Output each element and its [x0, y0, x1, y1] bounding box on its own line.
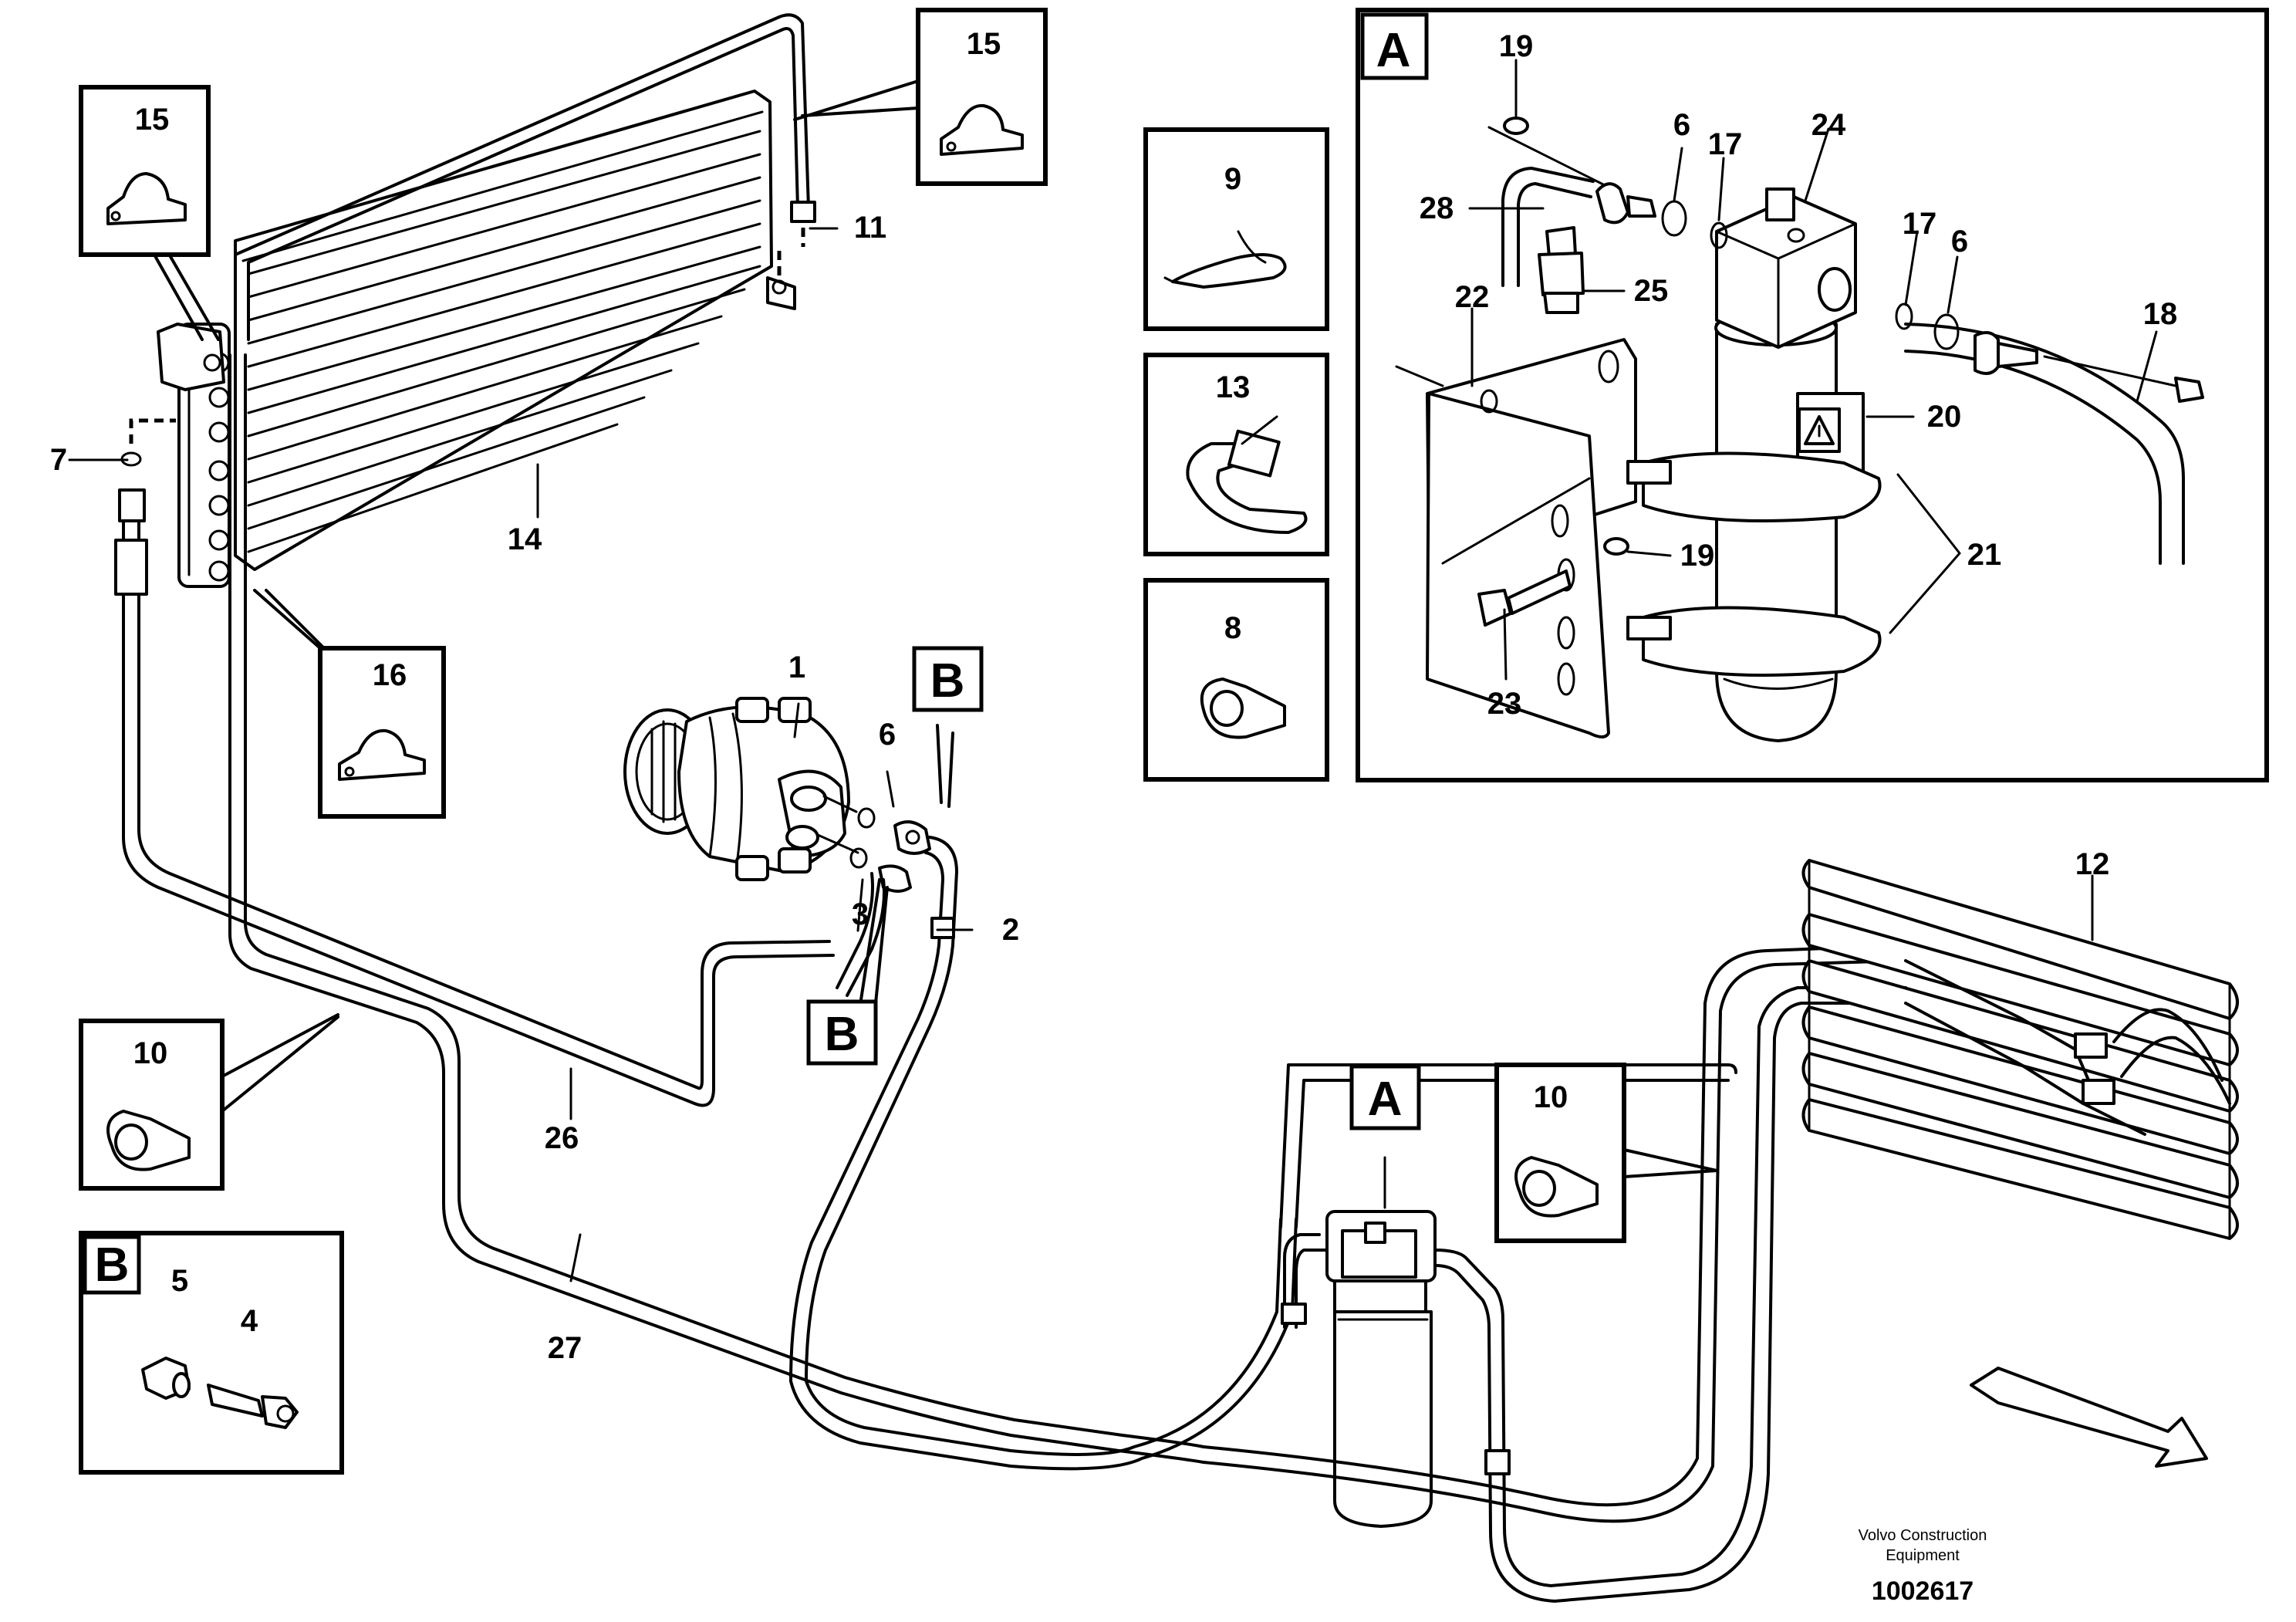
callout-7: 7	[50, 443, 67, 477]
compressor	[623, 697, 850, 881]
section-tag-a-main: A	[1368, 1073, 1403, 1126]
rubber-clamp-icon	[1514, 1156, 1599, 1218]
callout-2: 2	[1002, 913, 1019, 947]
hose-clamp-icon	[338, 728, 426, 781]
callout-4: 4	[241, 1304, 258, 1338]
hose-clamp-icon	[940, 103, 1024, 156]
section-tag-a: A	[1376, 24, 1411, 77]
detail-box-9	[1143, 127, 1329, 331]
callout-1: 1	[788, 650, 805, 684]
callout-14: 14	[508, 522, 542, 556]
callout-6-detail-left: 6	[1673, 108, 1690, 142]
section-tag-b-detail: B	[95, 1238, 130, 1292]
callout-10-left: 10	[133, 1036, 168, 1070]
callout-17-right: 17	[1903, 207, 1937, 241]
callout-27: 27	[548, 1331, 582, 1365]
callout-8: 8	[1224, 611, 1241, 645]
callout-6-detail-right: 6	[1951, 225, 1968, 259]
cable-tie-icon	[1163, 230, 1287, 289]
callout-6-main: 6	[879, 718, 896, 752]
detail-box-8	[1143, 578, 1329, 782]
callout-21: 21	[1967, 538, 2002, 572]
callout-15-left: 15	[135, 103, 170, 137]
company-line-1: Volvo Construction	[1859, 1527, 1987, 1544]
evaporator	[1801, 859, 2239, 1240]
callout-11: 11	[854, 211, 886, 245]
callout-23: 23	[1487, 687, 1522, 721]
rubber-clamp-icon	[106, 1110, 191, 1171]
callout-9: 9	[1224, 162, 1241, 196]
callout-24: 24	[1811, 108, 1846, 142]
condenser	[157, 90, 796, 588]
section-tag-b-bottom: B	[825, 1008, 859, 1061]
callout-15-right: 15	[967, 27, 1001, 61]
callout-17-left: 17	[1708, 127, 1743, 161]
callout-26: 26	[545, 1121, 579, 1155]
callout-19-top: 19	[1499, 29, 1534, 63]
callout-28: 28	[1420, 191, 1454, 225]
callout-19-bottom: 19	[1680, 539, 1715, 573]
company-line-2: Equipment	[1886, 1547, 1960, 1564]
callout-25: 25	[1634, 274, 1669, 308]
direction-arrow-icon	[1970, 1367, 2208, 1468]
callout-18: 18	[2143, 297, 2178, 331]
callout-13: 13	[1216, 370, 1251, 404]
callout-5: 5	[171, 1264, 188, 1298]
receiver-drier-detail	[1426, 117, 2204, 742]
detail-box-15-left	[79, 85, 211, 257]
callout-16: 16	[373, 658, 407, 692]
callout-12: 12	[2075, 847, 2110, 881]
section-tag-b-top: B	[930, 654, 965, 708]
detail-box-15-right	[916, 8, 1048, 186]
callout-22: 22	[1455, 280, 1490, 314]
callout-10-right: 10	[1534, 1080, 1568, 1114]
bolt-and-spacer-icon	[141, 1357, 299, 1429]
callout-3: 3	[852, 897, 869, 931]
callout-20: 20	[1927, 400, 1962, 434]
rubber-clamp-icon	[1200, 678, 1286, 739]
rubber-clamp-icon	[1186, 415, 1308, 534]
warning-triangle-icon	[1798, 407, 1841, 453]
drawing-number: 1002617	[1872, 1576, 1974, 1606]
hose-clamp-icon	[106, 172, 187, 225]
